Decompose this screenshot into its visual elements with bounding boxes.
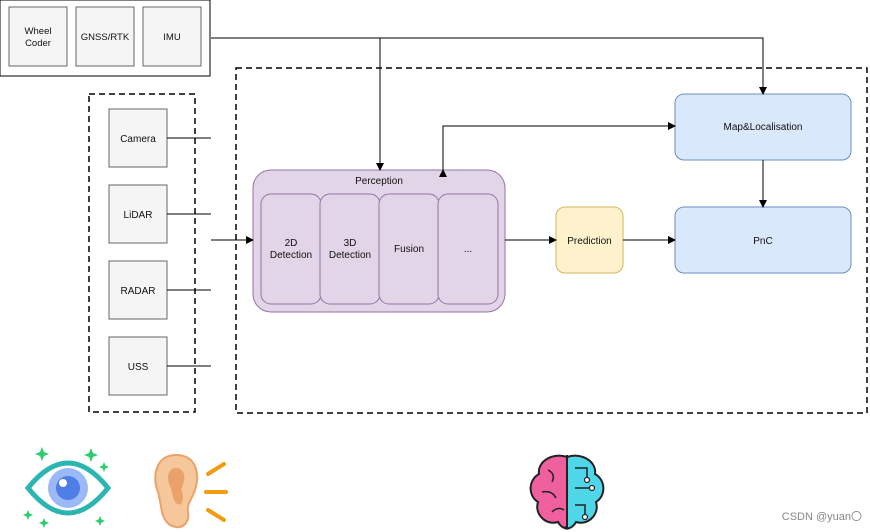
map-localisation-block[interactable]: Map&Localisation	[674, 93, 852, 161]
prediction-label: Prediction	[567, 236, 611, 247]
sensor-uss-label: USS	[128, 362, 149, 373]
watermark: CSDN @yuan〇	[782, 510, 862, 523]
brain-icon	[529, 454, 605, 530]
perception-map-arrow	[439, 122, 676, 177]
eye-icon	[23, 447, 112, 528]
sensor-gnss-rtk[interactable]: GNSS/RTK	[75, 6, 135, 67]
module-fusion-label: Fusion	[394, 244, 424, 255]
sensor-camera[interactable]: Camera	[108, 108, 168, 168]
module-more-label: ...	[464, 244, 472, 255]
sensor-imu-label: IMU	[163, 32, 181, 43]
left-sensor-group	[88, 93, 196, 413]
connectors	[211, 37, 767, 244]
sensor-imu[interactable]: IMU	[142, 6, 202, 67]
system-boundary	[235, 67, 868, 414]
sensor-camera-label: Camera	[120, 134, 156, 145]
pnc-label: PnC	[753, 236, 772, 247]
module-more[interactable]: ...	[437, 193, 499, 305]
ear-icon	[154, 453, 228, 529]
perception-title: Perception	[355, 176, 403, 187]
imu-to-map-arrow	[211, 37, 767, 95]
sensor-radar-label: RADAR	[120, 286, 155, 297]
sensor-gnss-rtk-label: GNSS/RTK	[81, 32, 130, 43]
module-fusion[interactable]: Fusion	[378, 193, 440, 305]
sensor-lidar-label: LiDAR	[124, 210, 153, 221]
sensor-radar[interactable]: RADAR	[108, 260, 168, 320]
pnc-block[interactable]: PnC	[674, 206, 852, 274]
sensor-uss[interactable]: USS	[108, 336, 168, 396]
prediction-block[interactable]: Prediction	[555, 206, 624, 274]
map-localisation-label: Map&Localisation	[724, 122, 803, 133]
sensor-output-lines	[167, 137, 211, 367]
sensor-lidar[interactable]: LiDAR	[108, 184, 168, 244]
